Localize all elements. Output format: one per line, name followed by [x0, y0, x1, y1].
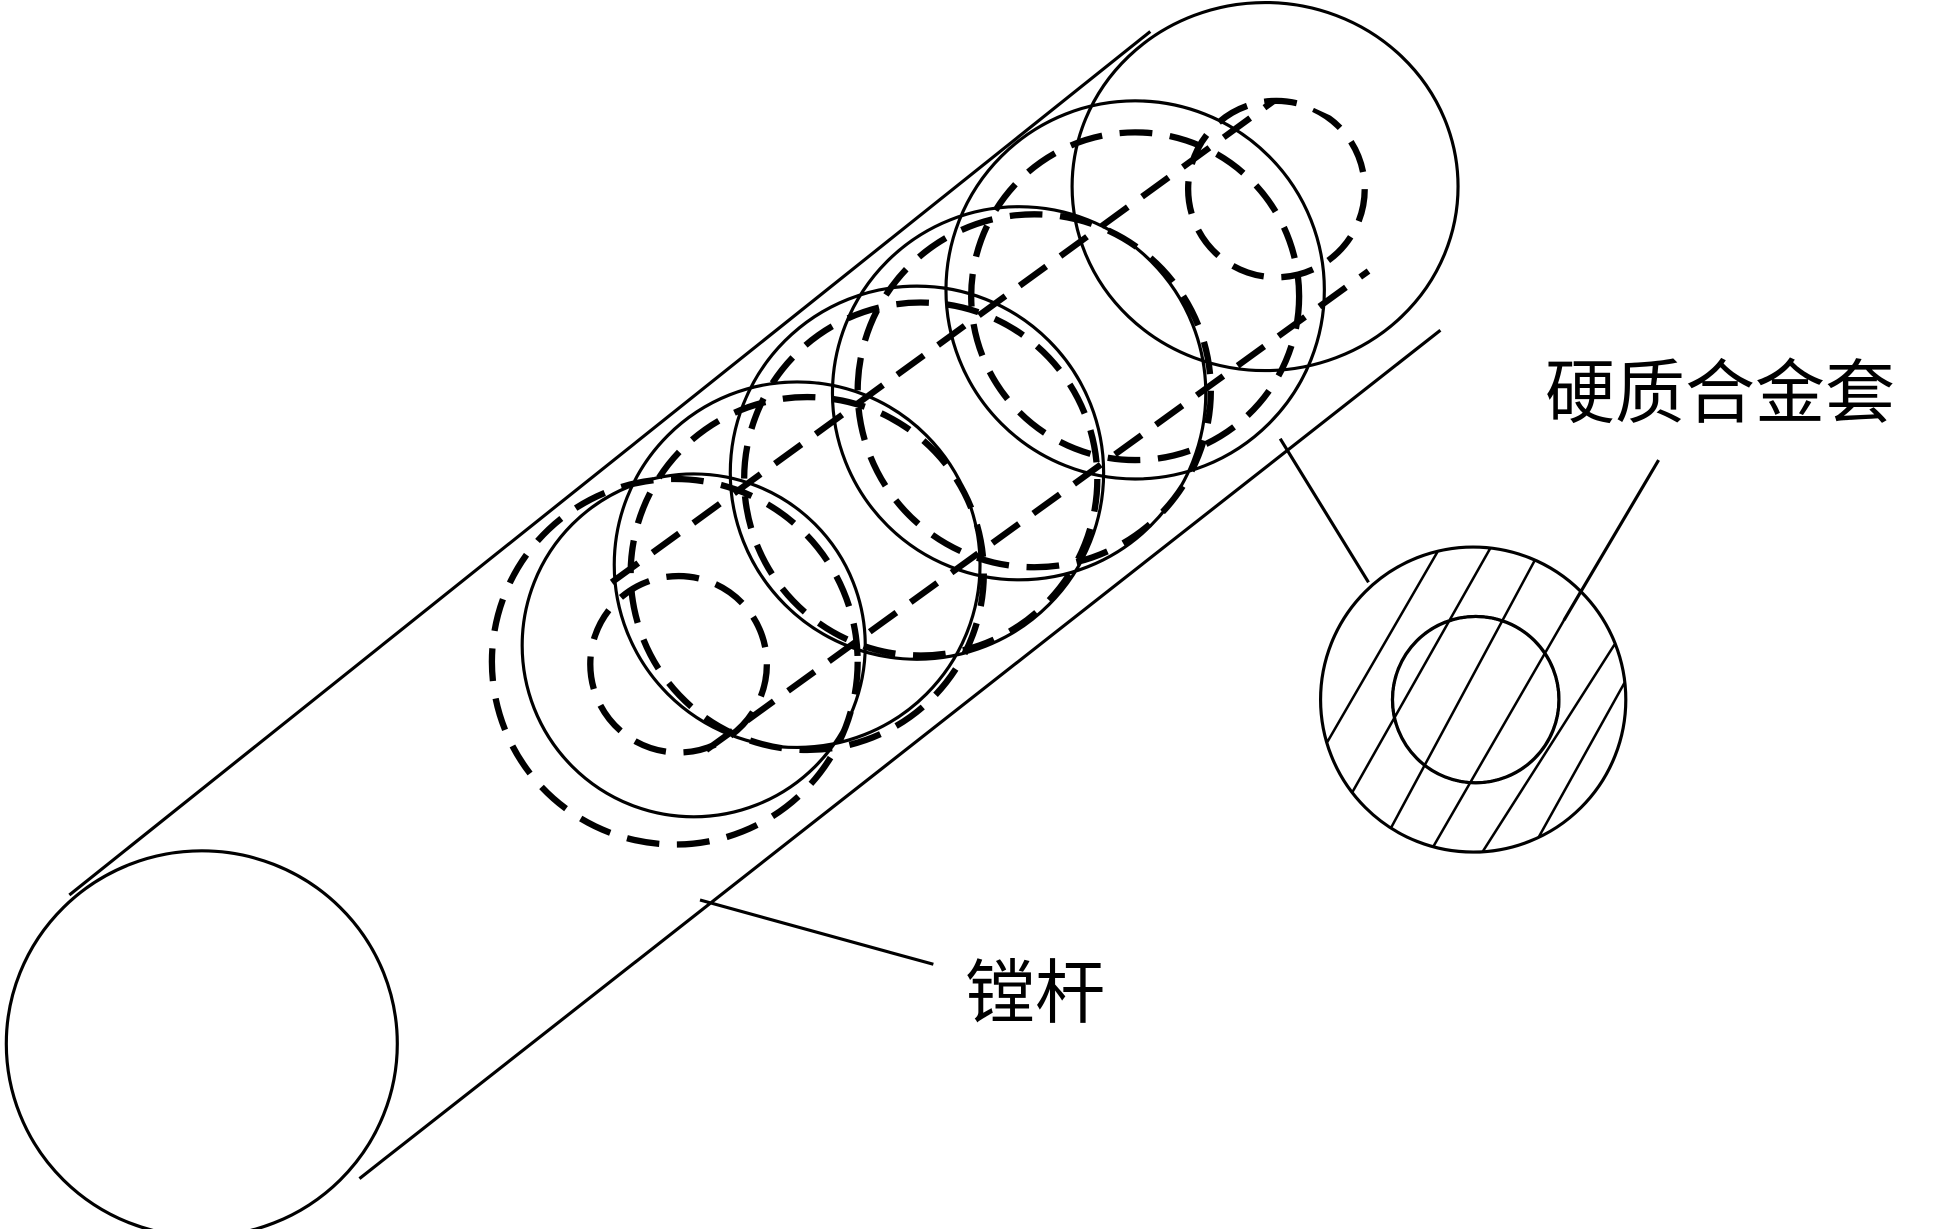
hidden-bore-lines [488, 97, 1371, 848]
leader-section [1278, 437, 1370, 584]
sleeve-rings [520, 99, 1326, 819]
cross-section-outer [1318, 545, 1628, 854]
leader-sleeve [1562, 459, 1660, 621]
bar-top-edge [68, 30, 1152, 897]
bar-bottom-edge [358, 329, 1442, 1180]
label-boring-bar: 镗杆 [965, 952, 1105, 1034]
bar-back-end [1070, 0, 1460, 373]
bar-front-end [4, 849, 399, 1229]
label-carbide-sleeve: 硬质合金套 [1545, 352, 1895, 434]
leader-bar [699, 898, 934, 966]
